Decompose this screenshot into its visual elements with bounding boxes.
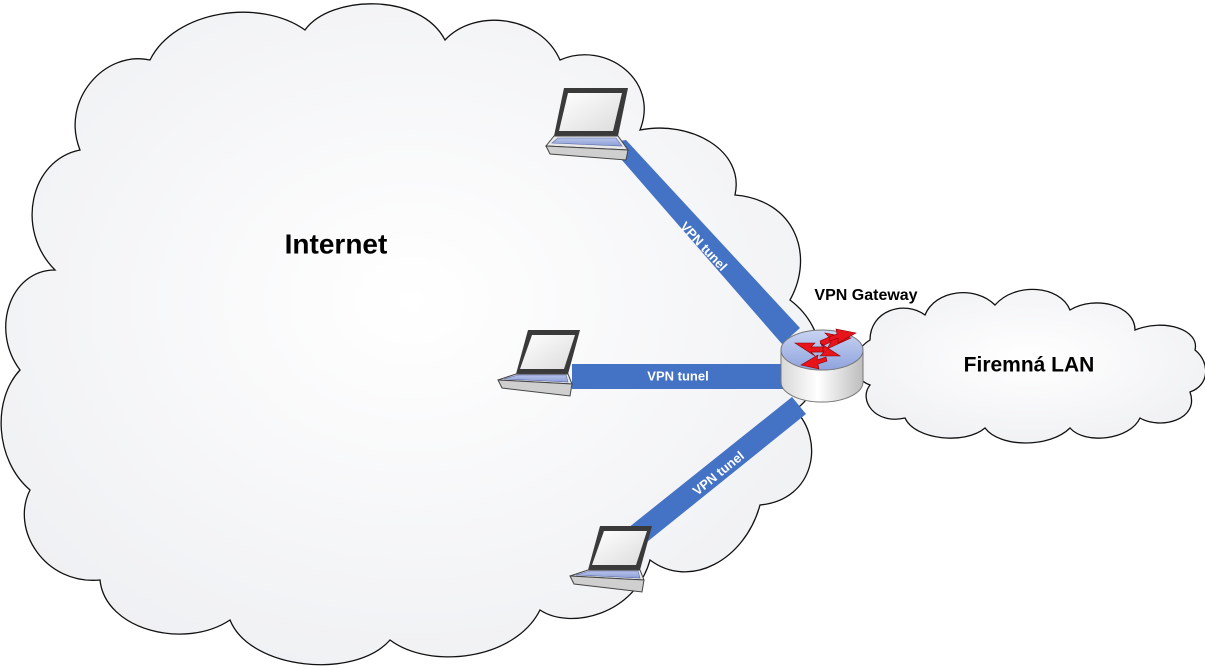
internet-label: Internet: [285, 228, 388, 259]
gateway-label: VPN Gateway: [814, 287, 917, 304]
lan-cloud: [854, 288, 1205, 444]
router-icon: [780, 328, 864, 403]
lan-label: Firemná LAN: [964, 354, 1095, 377]
laptop-icon: [569, 526, 652, 593]
tunnel-label-middle: VPN tunel: [647, 368, 708, 383]
laptop-icon: [497, 330, 580, 397]
laptop-icon: [544, 88, 630, 161]
vpn-tunnel-middle: VPN tunel: [572, 364, 784, 389]
internet-cloud: [0, 3, 822, 666]
